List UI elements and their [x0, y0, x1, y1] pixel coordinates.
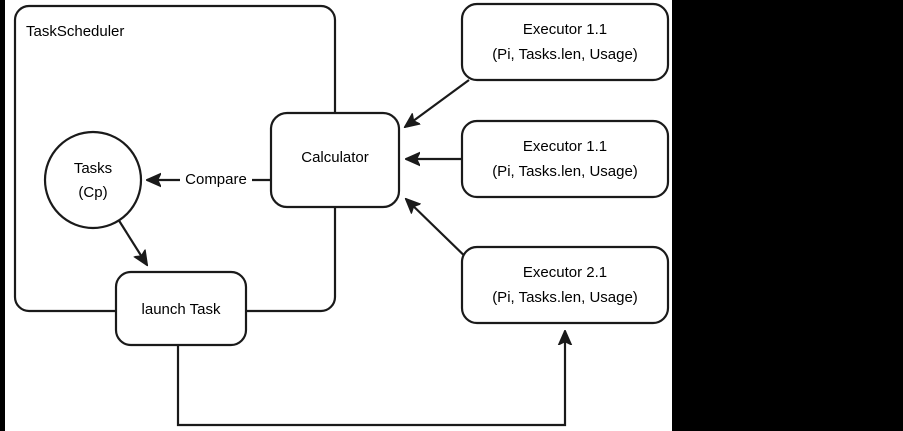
node-tasks[interactable]: Tasks (Cp) [43, 130, 143, 230]
node-executor-1-1-middle[interactable]: Executor 1.1 (Pi, Tasks.len, Usage) [460, 119, 670, 199]
node-calculator-label: Calculator [301, 149, 369, 166]
node-executor-2-1-line1: Executor 2.1 [523, 264, 607, 281]
architecture-diagram: TaskScheduler Compare [13, 2, 670, 427]
edge-tasks-to-launch-task[interactable] [117, 218, 147, 265]
node-launch-task-label: launch Task [142, 301, 221, 318]
node-executor-1-1-top-line1: Executor 1.1 [523, 21, 607, 38]
node-executor-1-1-top-line2: (Pi, Tasks.len, Usage) [492, 46, 638, 63]
edge-executor-a-to-calculator[interactable] [405, 79, 470, 127]
node-tasks-line1: Tasks [74, 160, 112, 177]
node-executor-1-1-middle-line2: (Pi, Tasks.len, Usage) [492, 163, 638, 180]
edge-launch-task-to-executor-2-1[interactable] [176, 331, 565, 427]
diagram-canvas: TaskScheduler Compare [5, 0, 672, 431]
task-scheduler-label: TaskScheduler [26, 23, 124, 40]
node-tasks-line2: (Cp) [78, 184, 107, 201]
node-calculator[interactable]: Calculator [269, 111, 401, 209]
node-executor-1-1-top[interactable]: Executor 1.1 (Pi, Tasks.len, Usage) [460, 2, 670, 82]
node-launch-task[interactable]: launch Task [114, 270, 248, 347]
edge-compare[interactable]: Compare [147, 171, 270, 188]
node-executor-2-1-line2: (Pi, Tasks.len, Usage) [492, 289, 638, 306]
node-executor-1-1-middle-line1: Executor 1.1 [523, 138, 607, 155]
edge-label-compare: Compare [185, 171, 247, 188]
node-executor-2-1[interactable]: Executor 2.1 (Pi, Tasks.len, Usage) [460, 245, 670, 325]
